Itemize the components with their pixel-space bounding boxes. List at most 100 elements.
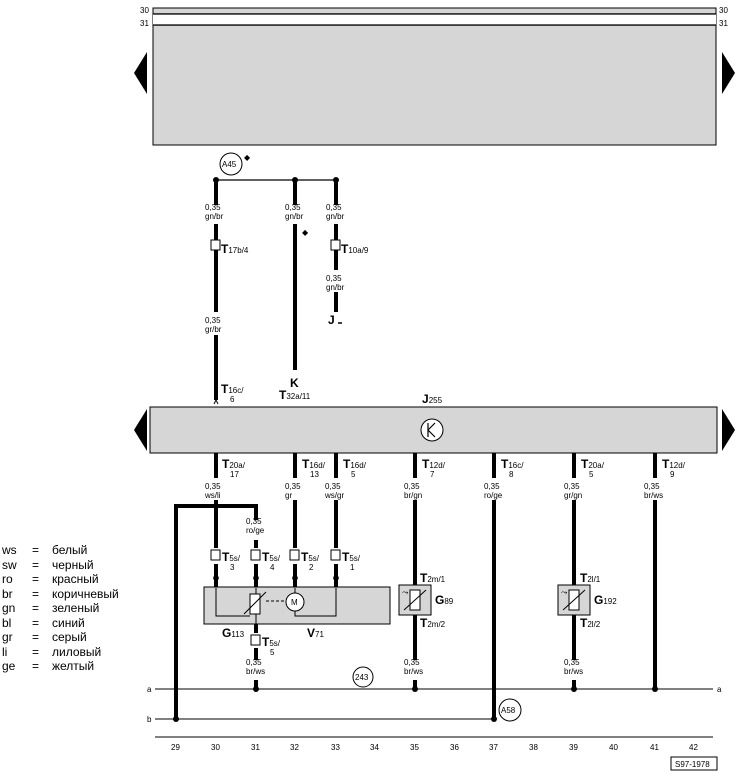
temperature-icon-2: ⤳ xyxy=(561,588,568,597)
legend-row: gn=зеленый xyxy=(2,601,119,616)
legend-code: li xyxy=(2,644,8,659)
component-g89: G89 xyxy=(435,593,454,607)
bus-a-left: a xyxy=(147,685,152,694)
grid-number: 37 xyxy=(489,743,498,752)
legend-eq: = xyxy=(32,572,40,586)
grid-number: 39 xyxy=(569,743,578,752)
drawing-ref: S97-1978 xyxy=(675,760,710,769)
connector-a58: A58 xyxy=(501,706,516,715)
legend-name: белый xyxy=(52,543,88,557)
terminal-t16c-8: T16c/ xyxy=(501,457,524,471)
svg-text:8: 8 xyxy=(509,470,514,479)
bus-b-left: b xyxy=(147,715,152,724)
component-g113: G113 xyxy=(222,626,245,640)
grid-number: 29 xyxy=(171,743,180,752)
diamond-mark: ◆ xyxy=(244,153,251,162)
legend-eq: = xyxy=(32,644,40,659)
component-k: K xyxy=(290,376,299,390)
terminal-t20a-5: T20a/ xyxy=(581,457,605,471)
legend-eq: = xyxy=(32,615,40,630)
grid-number: 33 xyxy=(331,743,340,752)
terminal-t5s-4: T5s/ xyxy=(262,550,281,564)
legend-code: gn xyxy=(2,601,16,615)
rail-31-left: 31 xyxy=(140,19,149,28)
arrow-right-bottom-icon xyxy=(722,409,735,451)
arrow-left-bottom-icon xyxy=(134,409,147,451)
svg-text:5: 5 xyxy=(589,470,594,479)
legend-eq: = xyxy=(32,557,40,572)
svg-text:17: 17 xyxy=(230,470,239,479)
terminal-t17b: T17b/4 xyxy=(221,242,249,256)
legend-eq: = xyxy=(32,659,40,673)
svg-text:3: 3 xyxy=(230,563,235,572)
legend-name: лиловый xyxy=(52,644,102,659)
legend-eq: = xyxy=(32,630,40,644)
ref-243: 243 xyxy=(355,673,369,682)
svg-text:1: 1 xyxy=(350,563,355,572)
bus-a-right: a xyxy=(717,685,722,694)
legend-code: br xyxy=(2,586,13,601)
component-g192: G192 xyxy=(594,593,617,607)
connector-a45: A45 xyxy=(222,160,237,169)
grid-number: 40 xyxy=(609,743,618,752)
grid-number: 36 xyxy=(450,743,459,752)
svg-text:9: 9 xyxy=(670,470,675,479)
rail-30-left: 30 xyxy=(140,6,149,15)
terminal-t20a-17: T20a/ xyxy=(222,457,246,471)
grid-number: 38 xyxy=(529,743,538,752)
top-panel xyxy=(152,7,717,146)
legend-row: sw=черный xyxy=(2,558,119,573)
terminal-t5s-3: T5s/ xyxy=(222,550,241,564)
legend-code: gr xyxy=(2,630,13,644)
legend-name: серый xyxy=(52,630,87,644)
terminal-t32a: T32a/11 xyxy=(279,388,311,402)
svg-text:5: 5 xyxy=(270,648,275,657)
grid-number: 41 xyxy=(650,743,659,752)
legend-row: ro=красный xyxy=(2,572,119,587)
rail-30-right: 30 xyxy=(719,6,728,15)
terminal-t2m-1: T2m/1 xyxy=(420,571,446,585)
legend-name: коричневый xyxy=(52,586,119,601)
legend-code: ws xyxy=(2,543,17,557)
grid-number: 30 xyxy=(211,743,220,752)
rail-31-right: 31 xyxy=(719,19,728,28)
legend-row: gr = серый xyxy=(2,630,119,645)
svg-text:2: 2 xyxy=(309,563,314,572)
component-v71: V71 xyxy=(307,626,324,640)
terminal-t10a: T10a/9 xyxy=(341,242,369,256)
arrow-right-top-icon xyxy=(722,52,735,94)
svg-text:6: 6 xyxy=(230,395,235,404)
terminal-t5s-5: T5s/ xyxy=(262,635,281,649)
terminal-t16c-6: T16c/ xyxy=(221,382,244,396)
terminal-t16d-5: T16d/ xyxy=(343,457,367,471)
svg-text:13: 13 xyxy=(310,470,319,479)
legend-eq: = xyxy=(32,543,40,557)
terminal-t2l-2: T2l/2 xyxy=(580,616,601,630)
component-j255: J255 xyxy=(422,392,443,406)
svg-text:5: 5 xyxy=(351,470,356,479)
component-j-ellipsis: J xyxy=(328,313,335,327)
terminal-t2m-2: T2m/2 xyxy=(420,616,446,630)
control-unit-k-icon xyxy=(427,422,436,438)
terminal-t5s-2: T5s/ xyxy=(301,550,320,564)
legend-name: желтый xyxy=(52,659,95,673)
arrow-left-top-icon xyxy=(134,52,147,94)
legend-row: ge=желтый xyxy=(2,659,119,674)
temperature-icon: ⤳ xyxy=(402,588,409,597)
grid-number: 32 xyxy=(290,743,299,752)
legend-name: синий xyxy=(52,615,85,630)
